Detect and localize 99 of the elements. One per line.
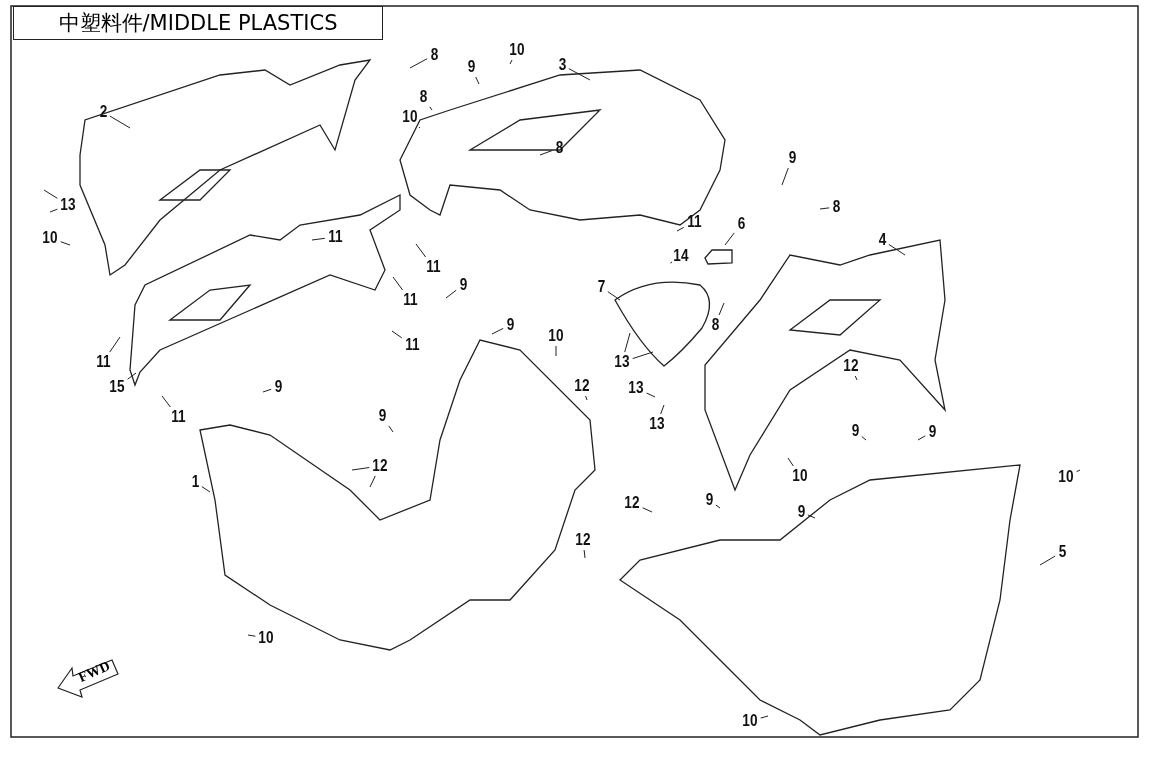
callout-number: 11	[402, 292, 418, 308]
leader-line	[509, 59, 513, 65]
callout-number: 10	[402, 109, 418, 125]
leader-line	[917, 435, 926, 441]
callout-number: 13	[614, 354, 630, 370]
callout-number: 11	[425, 259, 441, 275]
callout-number: 8	[832, 199, 840, 215]
leader-line	[429, 106, 433, 111]
leader-line	[642, 507, 653, 513]
leader-line	[583, 549, 586, 559]
callout-number: 10	[742, 713, 758, 729]
leader-line	[127, 372, 137, 380]
callout-number: 8	[711, 317, 719, 333]
callout-number: 10	[548, 328, 564, 344]
callout-number: 13	[628, 380, 644, 396]
leader-line	[781, 167, 789, 186]
leader-line	[585, 395, 588, 401]
callout-number: 10	[258, 630, 274, 646]
leader-line	[715, 504, 721, 509]
callout-number: 14	[673, 248, 689, 264]
leader-line	[718, 302, 725, 316]
leader-line	[1039, 555, 1056, 566]
leader-line	[445, 289, 457, 299]
leader-line	[415, 243, 427, 258]
callout-number: 10	[42, 230, 58, 246]
leader-line	[369, 475, 376, 488]
leader-line	[568, 68, 591, 81]
callout-number: 7	[597, 279, 605, 295]
callout-number: 9	[797, 504, 805, 520]
callout-number: 3	[558, 57, 566, 73]
leader-line	[760, 715, 769, 719]
leader-line	[807, 514, 816, 519]
callout-number: 8	[419, 89, 427, 105]
callout-number: 11	[327, 229, 343, 245]
callout-number: 10	[1058, 469, 1074, 485]
leader-line	[819, 207, 830, 210]
callout-number: 12	[372, 458, 388, 474]
callout-number: 9	[705, 492, 713, 508]
leader-line	[646, 392, 656, 398]
leader-line	[201, 486, 211, 493]
leader-line	[388, 425, 394, 433]
leader-line	[60, 241, 71, 246]
callout-number: 6	[737, 216, 745, 232]
title: 中塑料件/MIDDLE PLASTICS	[13, 6, 383, 40]
callout-number: 11	[170, 409, 186, 425]
leader-line	[109, 115, 131, 129]
callout-number: 9	[274, 379, 282, 395]
leader-line	[555, 345, 557, 357]
leader-line	[607, 291, 621, 301]
leader-line	[669, 261, 673, 264]
leader-line	[724, 232, 735, 246]
callout-number: 12	[624, 495, 640, 511]
leader-line	[854, 375, 858, 381]
leader-line	[351, 467, 370, 471]
callout-number: 11	[686, 214, 702, 230]
leader-line	[491, 327, 504, 335]
callout-number: 9	[928, 424, 936, 440]
leader-line	[660, 404, 665, 415]
leader-line	[409, 58, 428, 69]
direction-label: FWD	[76, 658, 113, 686]
leader-line	[109, 336, 121, 353]
callout-number: 15	[109, 379, 125, 395]
callout-number: 9	[467, 59, 475, 75]
callout-number: 11	[404, 337, 420, 353]
leader-line	[311, 237, 326, 241]
callout-number: 9	[851, 423, 859, 439]
leader-line	[43, 189, 58, 199]
leader-line	[624, 332, 631, 353]
leader-line	[1076, 469, 1081, 473]
leader-line	[262, 388, 272, 393]
leader-line	[247, 634, 256, 637]
callout-number: 5	[1058, 544, 1066, 560]
callout-number: 9	[378, 408, 386, 424]
leader-line	[888, 243, 906, 256]
callout-number: 9	[459, 277, 467, 293]
leader-line	[418, 126, 421, 129]
callout-number: 12	[574, 378, 590, 394]
leader-line	[861, 436, 867, 441]
leader-line	[392, 276, 404, 291]
callout-number: 11	[95, 354, 111, 370]
leader-line	[49, 208, 58, 213]
callout-number: 10	[792, 468, 808, 484]
leader-line	[539, 150, 553, 156]
leader-line	[676, 226, 685, 232]
callout-number: 4	[878, 232, 886, 248]
callout-number: 13	[649, 416, 665, 432]
leader-line	[161, 395, 171, 408]
callout-number: 9	[506, 317, 514, 333]
callout-number: 9	[788, 150, 796, 166]
leader-line	[632, 351, 654, 360]
callout-number: 1	[191, 474, 199, 490]
callout-number: 12	[843, 358, 859, 374]
leader-line	[787, 457, 794, 467]
callout-number: 10	[509, 42, 525, 58]
callout-number: 13	[60, 197, 76, 213]
callout-number: 8	[430, 47, 438, 63]
leader-line	[391, 330, 403, 339]
callout-number: 12	[575, 532, 591, 548]
leader-line	[475, 76, 480, 85]
